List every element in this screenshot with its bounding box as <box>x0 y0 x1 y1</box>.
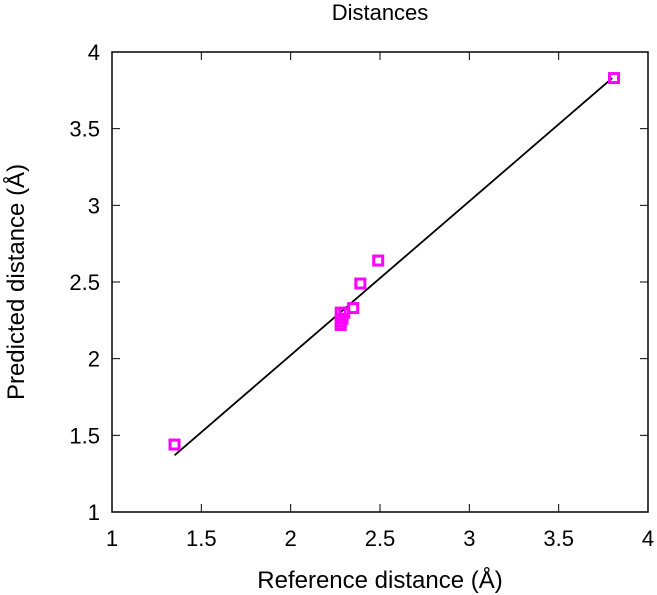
x-axis-label: Reference distance (Å) <box>257 566 502 594</box>
data-point <box>336 312 349 325</box>
data-point <box>168 438 181 451</box>
data-point <box>372 254 385 267</box>
y-tick-label: 3 <box>88 193 100 218</box>
data-point <box>334 306 347 319</box>
plot-frame <box>111 51 649 513</box>
x-tick-label: 1.5 <box>186 526 217 551</box>
fit-line <box>173 77 613 456</box>
x-tick-label: 1 <box>106 526 118 551</box>
y-tick-label: 2 <box>88 347 100 372</box>
x-tick-label: 2.5 <box>365 526 396 551</box>
y-tick-label: 1.5 <box>69 423 100 448</box>
x-tick-label: 4 <box>642 526 654 551</box>
data-point <box>354 277 367 290</box>
y-tick-label: 1 <box>88 500 100 525</box>
data-point <box>347 302 360 315</box>
y-tick-label: 2.5 <box>69 270 100 295</box>
y-tick-label: 4 <box>88 40 100 65</box>
x-tick-label: 3 <box>463 526 475 551</box>
x-tick-label: 3.5 <box>543 526 574 551</box>
y-axis-label: Predicted distance (Å) <box>2 164 30 400</box>
x-tick-label: 2 <box>285 526 297 551</box>
chart-title: Distances <box>332 0 429 25</box>
data-point <box>608 72 621 85</box>
y-tick-label: 3.5 <box>69 117 100 142</box>
